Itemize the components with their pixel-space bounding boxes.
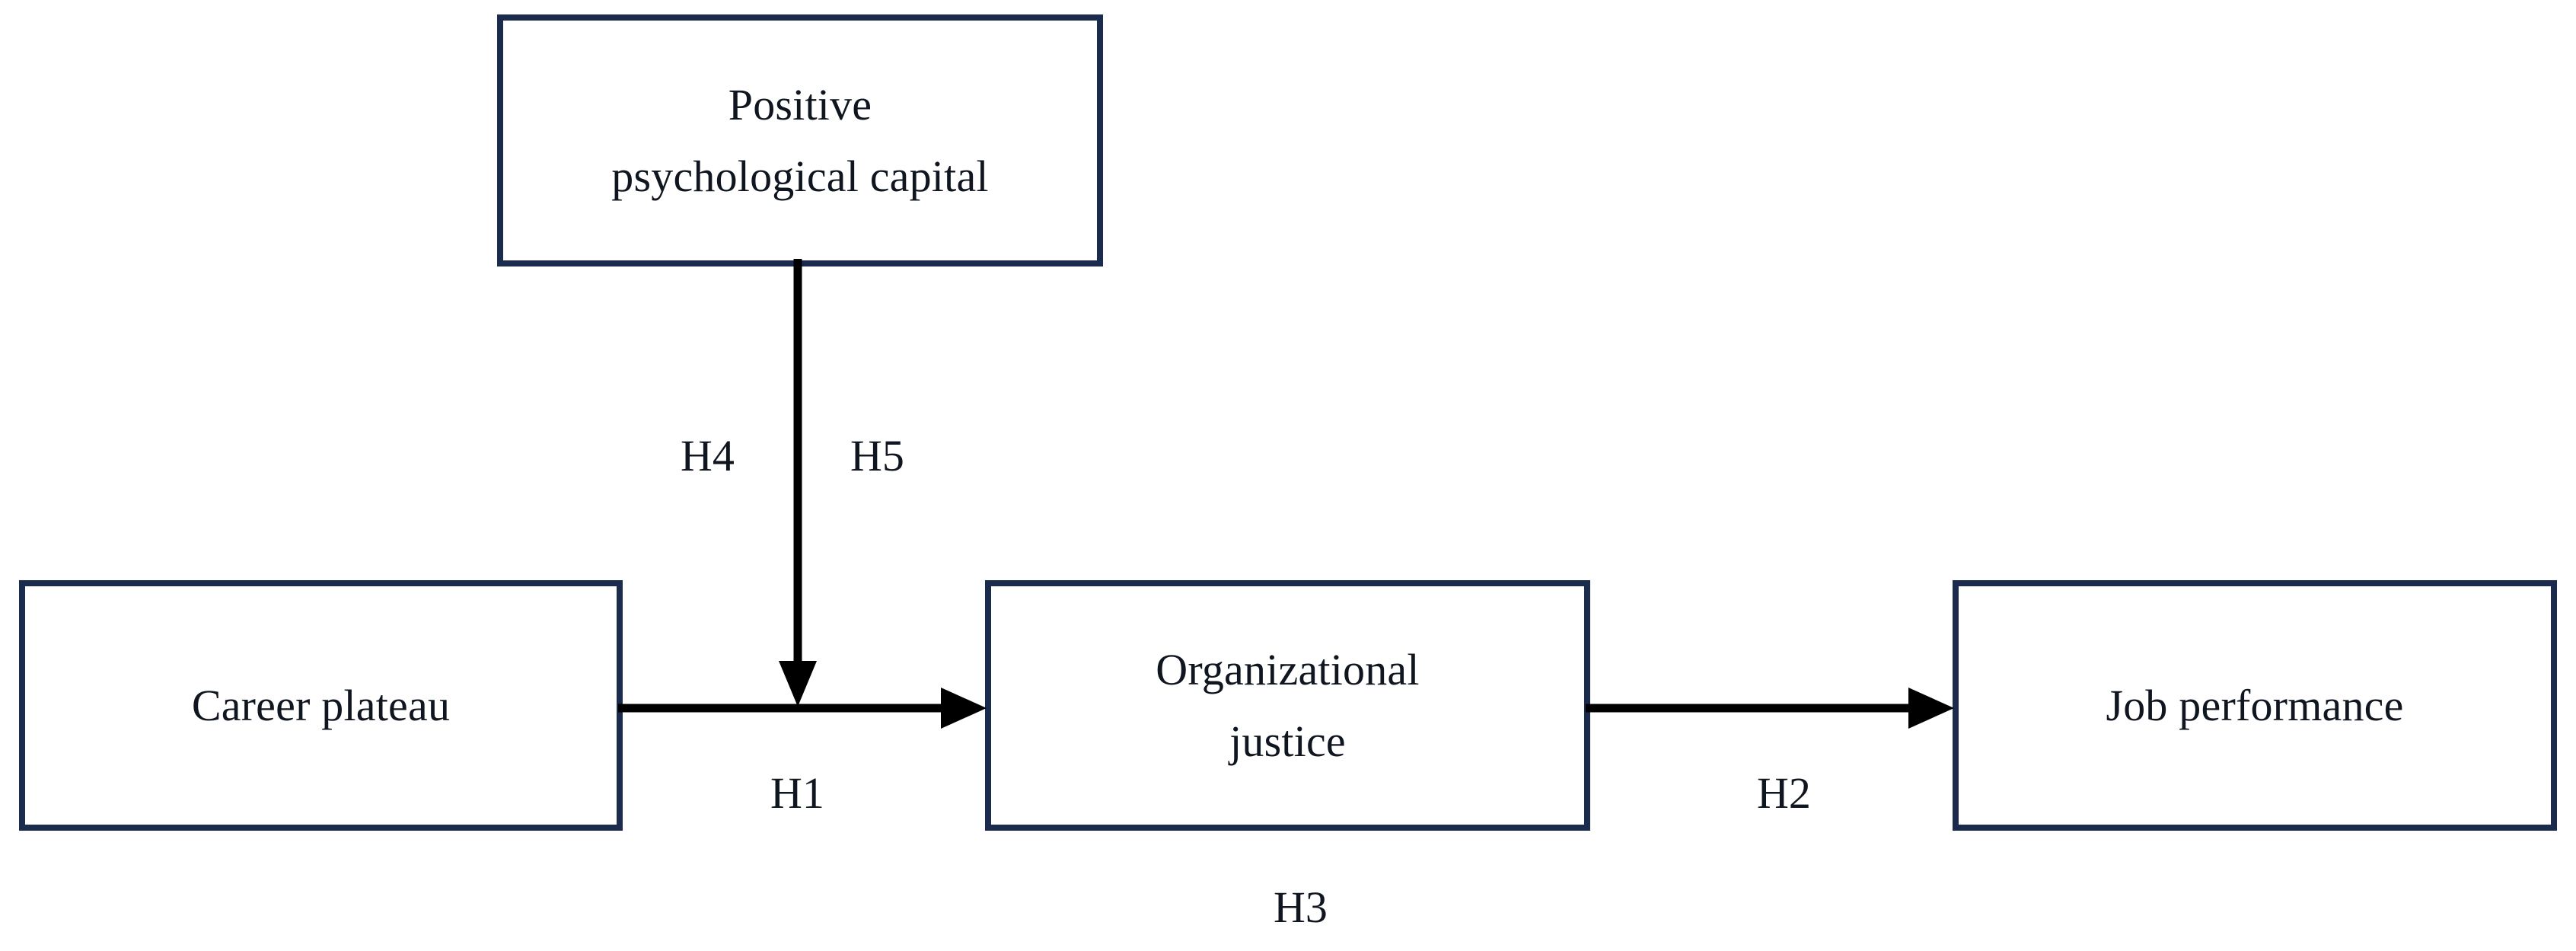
hypothesis-label-h3: H3 [1274,882,1328,932]
hypothesis-label-h4: H4 [681,431,735,480]
node-job-performance: Job performance [1953,580,2557,831]
node-label-positive-psychological-capital: Positive psychological capital [611,79,989,201]
hypothesis-label-h5: H5 [850,431,904,480]
node-label-job-performance: Job performance [2106,680,2404,730]
arrow-plateau-to-justice-icon [618,688,987,729]
node-label-organizational-justice: Organizational justice [1156,644,1420,766]
arrow-moderation-down-icon [779,259,817,707]
hypothesis-label-h1: H1 [770,768,824,818]
node-label-career-plateau: Career plateau [191,680,451,730]
node-organizational-justice: Organizational justice [985,580,1590,831]
hypothesis-label-h2: H2 [1757,768,1811,818]
arrow-justice-to-performance-icon [1586,688,1954,729]
node-positive-psychological-capital: Positive psychological capital [497,14,1103,266]
node-career-plateau: Career plateau [19,580,623,831]
